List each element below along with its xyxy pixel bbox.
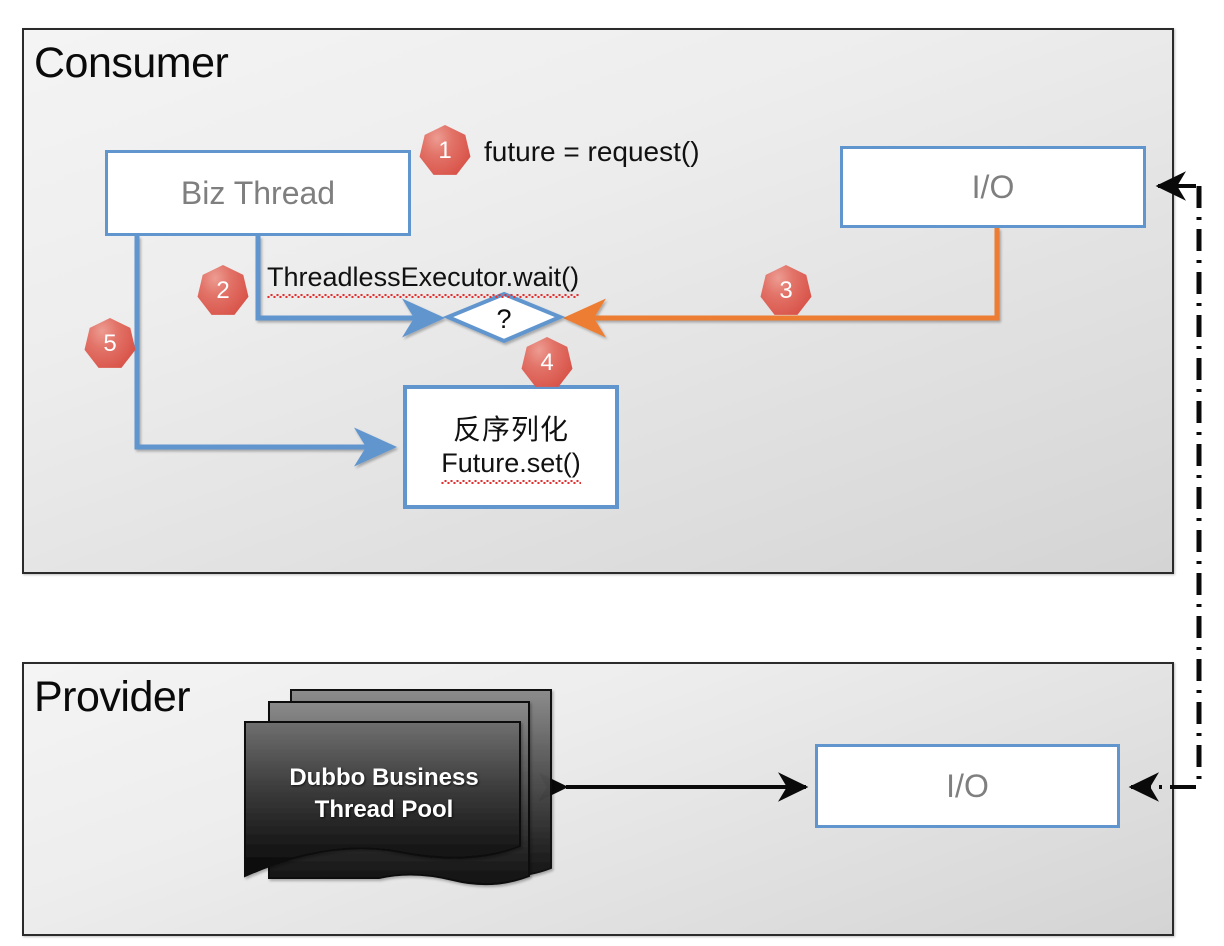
dubbo-thread-pool-label: Dubbo Business Thread Pool — [249, 762, 519, 827]
threadless-wait-label: ThreadlessExecutor.wait() — [267, 262, 580, 298]
deserialize-label-future-set: Future.set() — [441, 447, 581, 485]
threadless-wait-text: ThreadlessExecutor.wait() — [267, 262, 580, 292]
deserialize-label-cn: 反序列化 — [452, 412, 569, 446]
network-link-dashdot — [1128, 171, 1202, 802]
provider-io-box[interactable]: I/O — [815, 744, 1120, 828]
dubbo-thread-pool-shape — [244, 689, 552, 886]
biz-thread-box[interactable]: Biz Thread — [105, 150, 411, 236]
consumer-io-box[interactable]: I/O — [840, 146, 1146, 228]
provider-panel-title: Provider — [34, 673, 191, 721]
step-badge-4: 4 — [521, 337, 573, 387]
consumer-io-label: I/O — [971, 168, 1015, 205]
deserialize-future-set-text: Future.set() — [441, 447, 581, 478]
arrow-io-to-decision — [562, 228, 1000, 338]
consumer-panel-title: Consumer — [34, 39, 229, 87]
dubbo-thread-pool[interactable]: Dubbo Business Thread Pool — [243, 684, 557, 892]
arrow-biz-to-deserialize — [134, 236, 398, 467]
spellcheck-squiggle-icon — [441, 480, 581, 485]
step-badge-2: 2 — [197, 265, 249, 315]
deserialize-box[interactable]: 反序列化 Future.set() — [403, 385, 619, 509]
dubbo-pool-line2: Thread Pool — [314, 796, 454, 824]
biz-thread-label: Biz Thread — [180, 174, 336, 211]
decision-label: ? — [496, 304, 511, 334]
provider-io-label: I/O — [946, 767, 989, 804]
future-request-label: future = request() — [484, 136, 700, 167]
step-badge-5: 5 — [84, 318, 136, 368]
step-badge-1: 1 — [419, 125, 471, 175]
spellcheck-squiggle-icon — [267, 294, 580, 298]
decision-diamond: ? — [442, 291, 566, 344]
dubbo-pool-line1: Dubbo Business — [289, 764, 479, 791]
arrow-biz-to-decision — [255, 236, 446, 338]
step-badge-3: 3 — [760, 265, 812, 315]
